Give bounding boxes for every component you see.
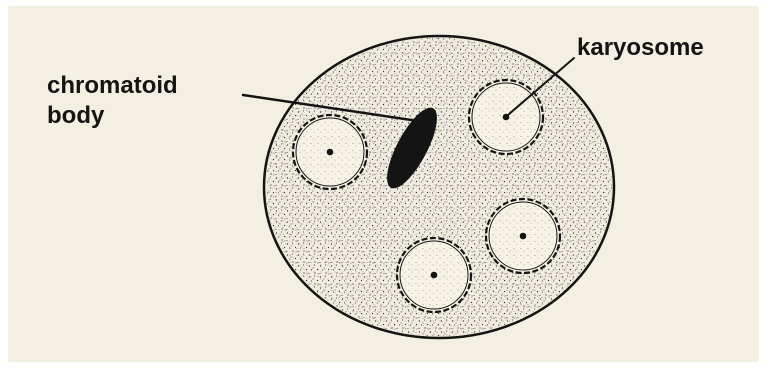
nucleus (469, 80, 543, 154)
chromatoid-body-label-line2: body (47, 101, 104, 130)
karyosome-dot (431, 272, 438, 279)
nucleus (397, 238, 471, 312)
nucleus (486, 199, 560, 273)
nucleus (293, 115, 367, 189)
karyosome-dot (327, 149, 334, 156)
karyosome-label: karyosome (577, 33, 704, 62)
karyosome-dot (520, 233, 527, 240)
chromatoid-body-label-line1: chromatoid (47, 71, 178, 100)
